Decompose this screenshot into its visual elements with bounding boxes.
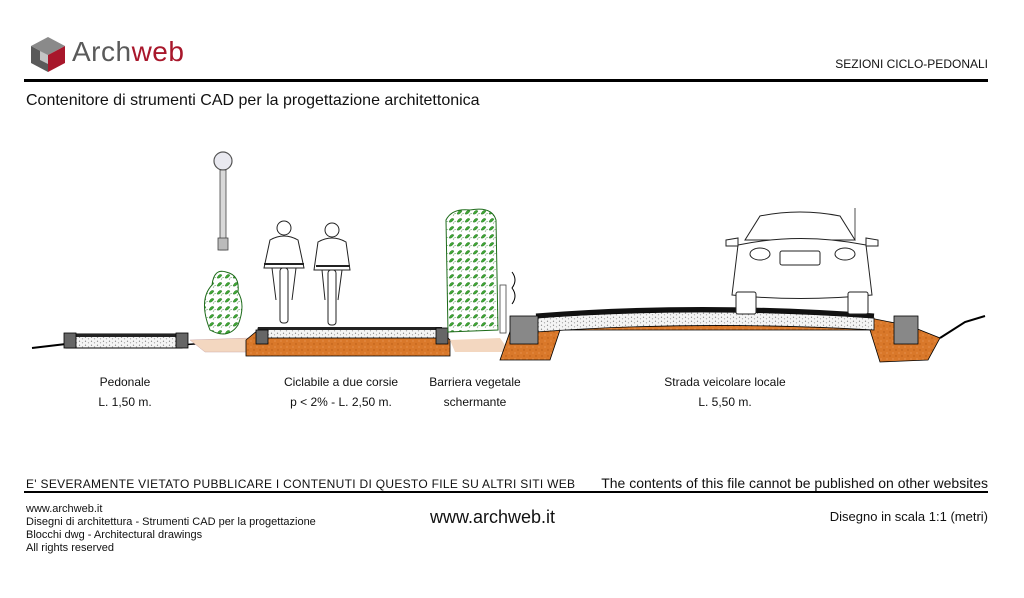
copyright-warning-it: E' SEVERAMENTE VIETATO PUBBLICARE I CONT… [26, 477, 576, 491]
archweb-cube-icon [31, 37, 65, 72]
copyright-warning-en: The contents of this file cannot be publ… [601, 475, 988, 491]
hedge-icon [445, 208, 516, 352]
cyclist-icon [313, 222, 351, 326]
footer-line: Disegni di architettura - Strumenti CAD … [26, 516, 316, 528]
label-title: Pedonale [99, 375, 151, 389]
logo[interactable]: Archweb [28, 34, 228, 74]
label-title: Barriera vegetale [429, 375, 521, 389]
label-detail: L. 5,50 m. [698, 395, 752, 409]
logo-text-web: web [131, 36, 185, 67]
label-title: Strada veicolare locale [664, 375, 786, 389]
label-pedestrian: Pedonale L. 1,50 m. [70, 375, 180, 409]
cyclist-icon [263, 220, 305, 324]
label-hedge-barrier: Barriera vegetale schermante [420, 375, 530, 409]
shrub-icon [204, 270, 243, 335]
footer-line: Blocchi dwg - Architectural drawings [26, 529, 203, 541]
footer-line: All rights reserved [26, 542, 115, 554]
bike-lane [245, 327, 451, 357]
label-detail: schermante [443, 395, 507, 409]
pedestrian-path [63, 332, 251, 353]
section-title: SEZIONI CICLO-PEDONALI [835, 57, 988, 71]
scale-note: Disegno in scala 1:1 (metri) [829, 509, 988, 524]
label-detail: L. 1,50 m. [98, 395, 152, 409]
footer-info: www.archweb.it Disegni di architettura -… [26, 503, 316, 555]
footer-line[interactable]: www.archweb.it [26, 503, 103, 515]
label-detail: p < 2% - L. 2,50 m. [290, 395, 392, 409]
header-divider [24, 79, 988, 82]
car-icon [725, 208, 879, 315]
road [499, 307, 941, 363]
page-subtitle: Contenitore di strumenti CAD per la prog… [26, 92, 480, 109]
footer-url-link[interactable]: www.archweb.it [430, 507, 556, 527]
label-bike-lane: Ciclabile a due corsie p < 2% - L. 2,50 … [266, 375, 416, 409]
label-road: Strada veicolare locale L. 5,50 m. [640, 375, 810, 409]
label-title: Ciclabile a due corsie [283, 375, 399, 389]
footer-divider [24, 491, 988, 493]
street-lamp-icon [213, 151, 233, 251]
logo-text-arch: Arch [72, 36, 132, 67]
